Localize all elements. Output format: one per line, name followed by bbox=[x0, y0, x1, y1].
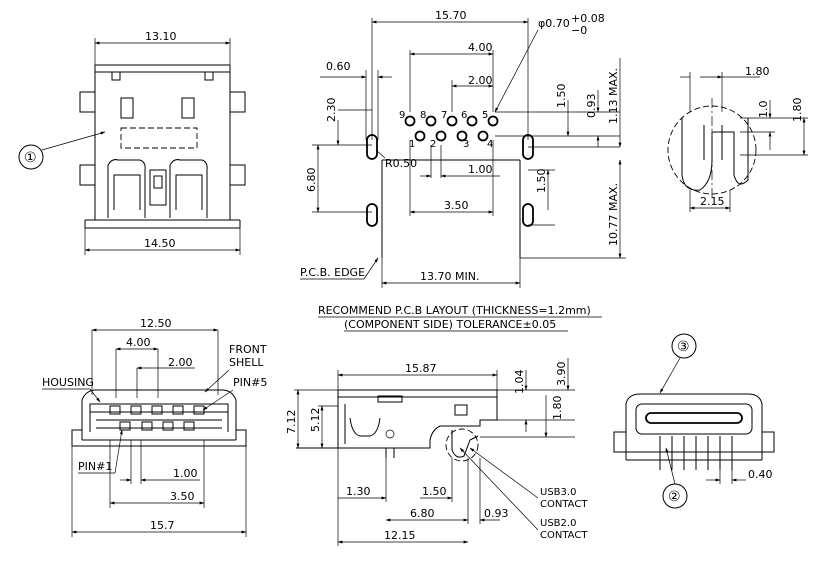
dim-680: 6.80 bbox=[305, 168, 318, 193]
detail-dim-180-side: 1.80 bbox=[791, 98, 804, 123]
hole-dia: φ0.70 bbox=[538, 17, 570, 30]
pin-num-9: 9 bbox=[399, 110, 405, 121]
housing-label: HOUSING bbox=[42, 376, 94, 389]
front-shell-label-2: SHELL bbox=[229, 356, 264, 369]
front-dim-350: 3.50 bbox=[170, 490, 195, 503]
pin-num-7: 7 bbox=[441, 110, 447, 121]
pin-num-2: 2 bbox=[430, 139, 436, 150]
pin-num-8: 8 bbox=[420, 110, 426, 121]
layout-note: RECOMMEND P.C.B LAYOUT (THICKNESS=1.2mm)… bbox=[318, 304, 602, 332]
dim-width-bottom: 14.50 bbox=[144, 237, 176, 250]
front-dim-100: 1.00 bbox=[173, 467, 198, 480]
min-width: 13.70 MIN. bbox=[420, 270, 479, 283]
dim-overall-width: 15.70 bbox=[435, 9, 467, 22]
usb3-label-1: USB3.0 bbox=[540, 487, 576, 498]
dim-093: 0.93 bbox=[585, 94, 598, 119]
dim-width-top: 13.10 bbox=[145, 30, 177, 43]
front-width-157: 15.7 bbox=[150, 519, 175, 532]
pin-detail: 1.80 1.0 1.80 2.15 bbox=[667, 65, 808, 212]
rear-view: ③ 0.40 ② bbox=[613, 333, 775, 509]
top-view: 13.10 ① 14.50 bbox=[18, 30, 246, 255]
pin-num-5: 5 bbox=[482, 110, 488, 121]
side-dim-130: 1.30 bbox=[346, 485, 371, 498]
side-length-1587: 15.87 bbox=[405, 362, 437, 375]
layout-note-line1: RECOMMEND P.C.B LAYOUT (THICKNESS=1.2mm) bbox=[318, 304, 591, 317]
dim-150-top: 1.50 bbox=[555, 84, 568, 109]
rear-dim-040: 0.40 bbox=[748, 468, 773, 481]
side-dim-680: 6.80 bbox=[410, 507, 435, 520]
dim-offset-060: 0.60 bbox=[326, 60, 351, 73]
pcb-footprint: 15.70 φ0.70 +0.08 −0 4.00 2.00 0.60 2.30… bbox=[300, 9, 626, 288]
layout-note-line2: (COMPONENT SIDE) TOLERANCE±0.05 bbox=[344, 318, 556, 331]
hole-tol-plus: +0.08 bbox=[571, 12, 605, 25]
side-height-512: 5.12 bbox=[309, 408, 322, 433]
pin1-label: PIN#1 bbox=[78, 460, 112, 473]
pcb-edge: P.C.B. EDGE bbox=[300, 266, 365, 279]
side-view: 15.87 7.12 5.12 1.04 3.90 1.80 bbox=[285, 358, 588, 546]
callout-2: ② bbox=[668, 489, 681, 505]
pin-num-3: 3 bbox=[463, 139, 469, 150]
side-dim-093: 0.93 bbox=[484, 507, 509, 520]
dim-350: 3.50 bbox=[444, 199, 469, 212]
pin-num-4: 4 bbox=[487, 139, 493, 150]
front-dim-400: 4.00 bbox=[126, 336, 151, 349]
pitch-100: 1.00 bbox=[468, 163, 493, 176]
dim-1077-max: 10.77 MAX. bbox=[607, 183, 620, 246]
rear-contacts bbox=[659, 436, 733, 470]
detail-width-215: 2.15 bbox=[700, 195, 725, 208]
side-dim-150: 1.50 bbox=[422, 485, 447, 498]
dim-pin-pitch: 2.00 bbox=[468, 74, 493, 87]
callout-1: ① bbox=[24, 150, 37, 166]
dim-230: 2.30 bbox=[325, 98, 338, 123]
pin-num-1: 1 bbox=[409, 139, 415, 150]
pin-num-6: 6 bbox=[461, 110, 467, 121]
pin-holes bbox=[404, 115, 499, 142]
usb2-label-2: CONTACT bbox=[540, 530, 588, 541]
dim-150-side: 1.50 bbox=[535, 169, 548, 194]
detail-width-180: 1.80 bbox=[745, 65, 770, 78]
dim-113-max: 1.13 MAX. bbox=[607, 68, 620, 124]
side-dim-104: 1.04 bbox=[513, 370, 526, 395]
pin5-label: PIN#5 bbox=[233, 376, 267, 389]
side-dim-390: 3.90 bbox=[555, 362, 568, 387]
front-shell-label-1: FRONT bbox=[229, 343, 267, 356]
side-dim-1215: 12.15 bbox=[384, 529, 416, 542]
front-width-1250: 12.50 bbox=[140, 317, 172, 330]
front-contacts bbox=[109, 405, 205, 431]
callout-3: ③ bbox=[677, 339, 690, 355]
dim-pin-span: 4.00 bbox=[468, 41, 493, 54]
front-dim-200: 2.00 bbox=[168, 356, 193, 369]
hole-tol-minus: −0 bbox=[571, 24, 587, 37]
detail-dim-10: 1.0 bbox=[757, 101, 770, 119]
usb3-label-2: CONTACT bbox=[540, 499, 588, 510]
side-height-712: 7.12 bbox=[285, 410, 298, 435]
usb2-label-1: USB2.0 bbox=[540, 518, 576, 529]
side-dim-180: 1.80 bbox=[551, 396, 564, 421]
radius: R0.50 bbox=[385, 157, 417, 170]
front-view: 12.50 4.00 2.00 FRONT SHELL PIN#5 HOUSIN… bbox=[42, 317, 267, 537]
